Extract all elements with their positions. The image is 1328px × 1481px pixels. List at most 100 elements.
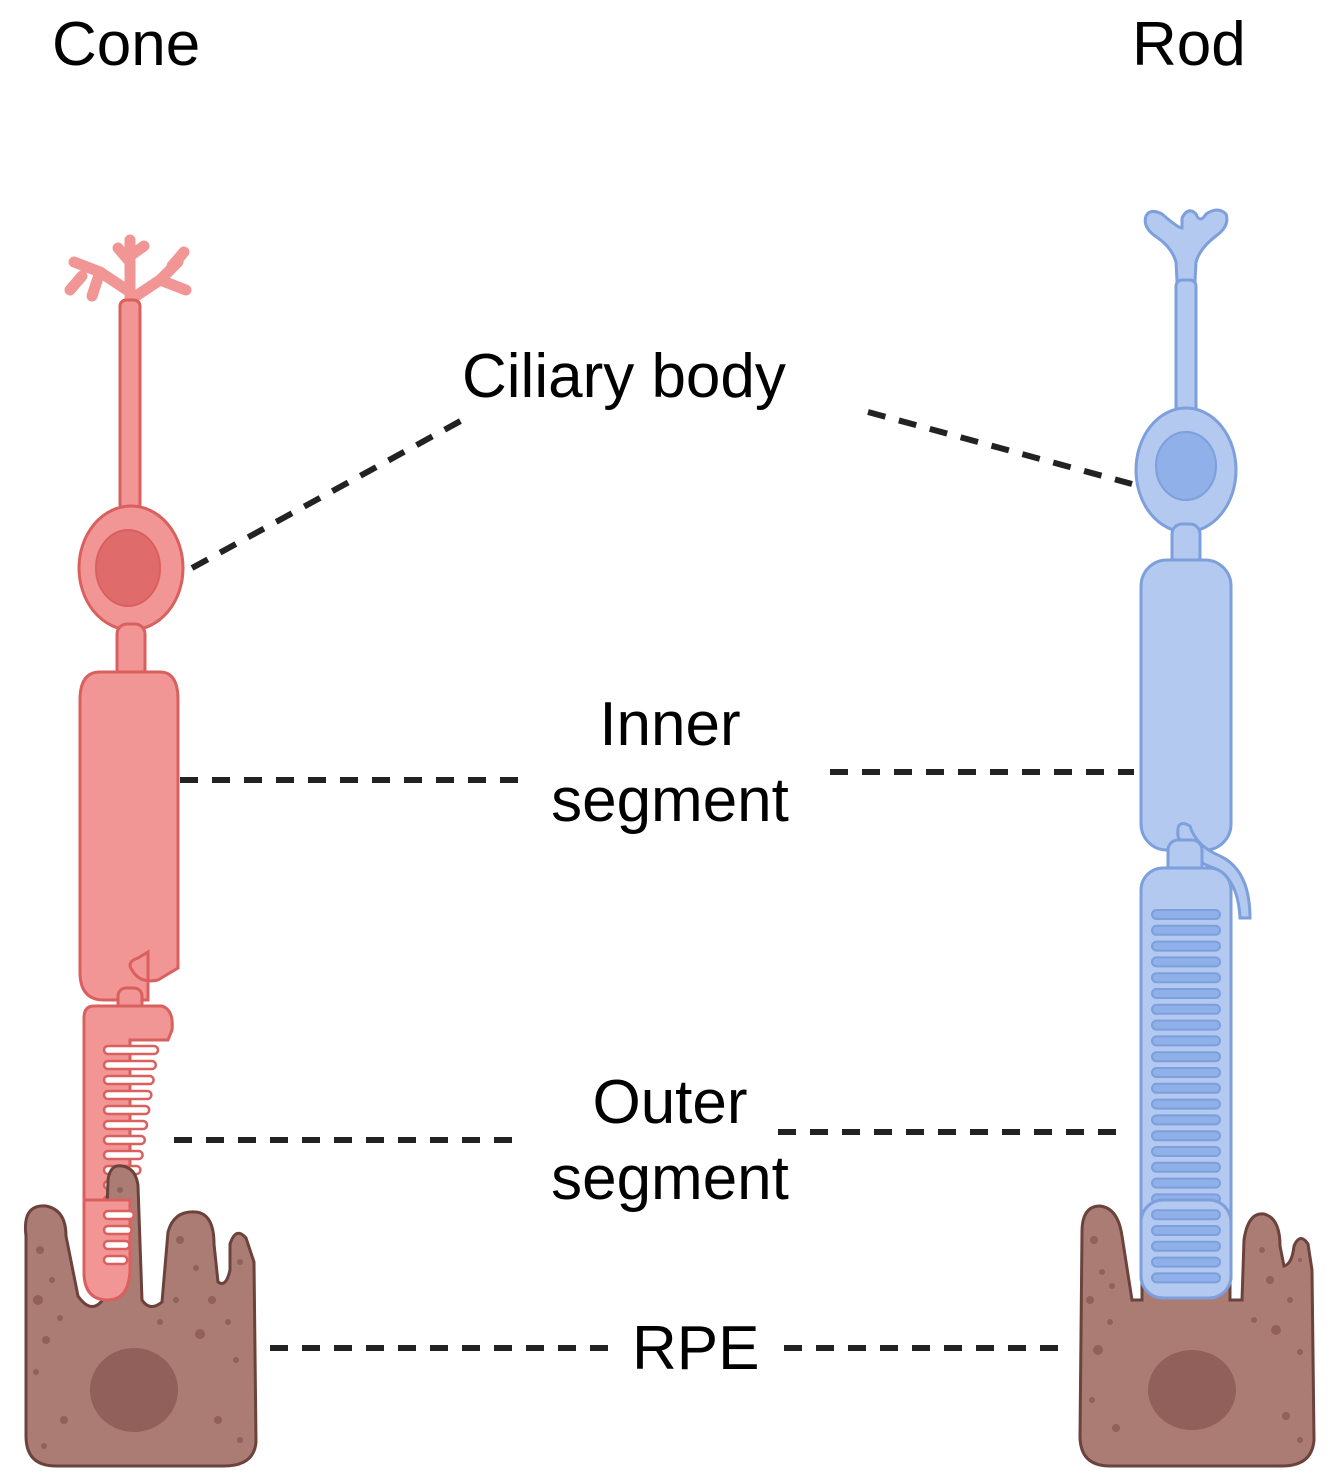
cone-axon (118, 298, 142, 512)
pigment-granule (1259, 1247, 1265, 1253)
cone-lamella (102, 1224, 133, 1236)
pigment-granule (117, 1187, 123, 1193)
cone-cell (64, 234, 192, 1302)
rod-disc (1151, 1209, 1221, 1221)
cone-lamella (102, 1209, 136, 1221)
rod-inner-segment (1139, 558, 1233, 852)
rod-disc (1151, 1130, 1221, 1142)
leader-lines (174, 409, 1134, 1351)
pigment-granule (214, 1416, 222, 1424)
rod-synaptic-terminal (1143, 208, 1229, 302)
pigment-granule (176, 1236, 184, 1244)
rod-disc (1151, 909, 1221, 920)
pigment-granule (1109, 1283, 1115, 1289)
cone-inner-segment (78, 670, 180, 1002)
rod-disc (1151, 988, 1221, 999)
rpe-pigment-granules-cone-side (33, 1187, 243, 1449)
pigment-granule (1090, 1236, 1098, 1244)
pigment-granule (1287, 1297, 1293, 1303)
pigment-granule (225, 1319, 231, 1325)
pigment-granule (1086, 1296, 1094, 1304)
rod-disc (1151, 1146, 1221, 1157)
rod-title: Rod (1132, 10, 1246, 79)
pigment-granule (1099, 1269, 1105, 1275)
pigment-granule (1297, 1437, 1303, 1443)
rpe-label: RPE (632, 1314, 760, 1383)
rod-disc (1151, 940, 1221, 952)
rod-disc (1151, 1272, 1221, 1284)
rod-disc (1151, 1019, 1221, 1031)
pigment-granule (195, 1329, 205, 1339)
pigment-granule (33, 1295, 43, 1305)
rod-disc (1151, 972, 1221, 984)
outer-segment-label-line1: Outer (592, 1068, 748, 1137)
pigment-granule (237, 1437, 243, 1443)
pigment-granule (1251, 1317, 1257, 1323)
rod-disc (1151, 1098, 1221, 1110)
pigment-granule (36, 1246, 44, 1254)
cone-lamella (102, 1074, 155, 1086)
pigment-granule (33, 1369, 39, 1375)
pigment-granule (57, 1315, 63, 1321)
rod-disc (1151, 1240, 1221, 1252)
rpe-body-rod-side (1078, 1204, 1316, 1468)
rpe-body-cone-side (23, 1164, 258, 1468)
inner-segment-label: Inner segment (520, 694, 820, 832)
ciliary-body-label: Ciliary body (462, 342, 786, 411)
ciliary-body-leader-rod (867, 409, 1133, 487)
pigment-granule (1112, 1424, 1120, 1432)
outer-segment-label-line2: segment (551, 1144, 789, 1213)
rod-cell (1134, 208, 1252, 1300)
rod-nucleus (1155, 431, 1217, 501)
rod-disc (1151, 1161, 1221, 1173)
rod-disc (1151, 1067, 1221, 1078)
rpe-cell-rod-side (1078, 1204, 1316, 1468)
rpe-nucleus-rod-side (1148, 1350, 1236, 1430)
pigment-granule (1282, 1412, 1290, 1420)
pigment-granule (233, 1357, 239, 1363)
rpe-nucleus-cone-side (90, 1348, 178, 1432)
rod-outer-segment-discs (1151, 909, 1221, 1205)
cone-title: Cone (52, 10, 201, 79)
pigment-granule (1089, 1397, 1095, 1403)
cone-lamella (102, 1089, 153, 1101)
inner-segment-label-line1: Inner (599, 690, 741, 759)
rpe-pigment-granules-rod-side (1086, 1236, 1303, 1443)
rod-disc (1151, 1256, 1221, 1268)
pigment-granule (1266, 1276, 1274, 1284)
rod-disc (1151, 1035, 1221, 1047)
cone-lamella (102, 1104, 151, 1116)
rod-disc (1151, 1225, 1221, 1236)
rod-disc (1151, 956, 1221, 968)
cone-lamella (102, 1119, 149, 1131)
pigment-granule (1093, 1345, 1103, 1355)
rod-disc (1151, 1177, 1221, 1189)
pigment-granule (157, 1319, 163, 1325)
cone-lamella (102, 1134, 147, 1146)
cone-lamella (102, 1254, 129, 1266)
rod-discs-tip (1151, 1209, 1221, 1284)
pigment-granule (42, 1336, 50, 1344)
cone-lamella (102, 1044, 160, 1056)
pigment-granule (237, 1259, 243, 1265)
rod-disc (1151, 1003, 1221, 1015)
cone-lamellae-tip (102, 1209, 136, 1266)
rod-disc (1151, 924, 1221, 936)
pigment-granule (208, 1296, 216, 1304)
rod-disc (1151, 1082, 1221, 1094)
rod-axon (1174, 278, 1198, 422)
cone-lamella (102, 1239, 131, 1251)
pigment-granule (1107, 1319, 1113, 1325)
pigment-granule (1271, 1325, 1281, 1335)
outer-segment-label: Outer segment (520, 1072, 820, 1210)
cone-lamella (102, 1059, 158, 1071)
ciliary-body-leader-cone (190, 415, 468, 571)
rod-disc (1151, 1051, 1221, 1063)
cone-lamella (102, 1149, 144, 1161)
pigment-granule (60, 1416, 68, 1424)
pigment-granule (1298, 1258, 1302, 1262)
pigment-granule (173, 1297, 179, 1303)
pigment-granule (49, 1277, 55, 1283)
